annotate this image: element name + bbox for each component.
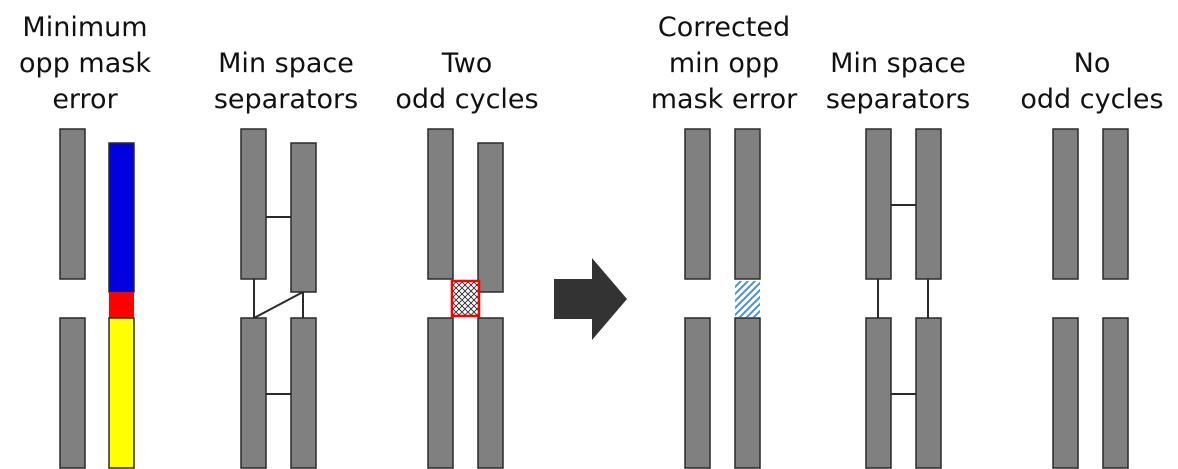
panel-corrected-min-opp-mask-error: [684, 128, 761, 469]
title-line: separators: [825, 84, 971, 115]
feature-lower-left: [59, 317, 86, 469]
title-line: opp mask: [19, 48, 151, 79]
feature-lower-left: [1052, 317, 1079, 469]
feature-upper-right: [1102, 128, 1129, 280]
panel-title-min-opp-mask-error: Minimum opp mask error: [0, 10, 185, 118]
mask-blue-segment: [108, 142, 135, 293]
title-line: error: [52, 84, 118, 115]
feature-upper-right: [477, 142, 504, 293]
title-line: Corrected: [657, 12, 791, 43]
odd-cycle-region: [450, 279, 481, 318]
feature-lower-left: [684, 317, 711, 469]
feature-upper-right: [915, 128, 942, 280]
feature-lower-right: [290, 317, 317, 469]
corrected-gap-hatch: [735, 281, 760, 317]
title-line: odd cycles: [395, 84, 539, 115]
panel-title-min-space-separators: Min space separators: [186, 46, 386, 118]
right-arrow-icon: [554, 258, 627, 340]
separator-diagonal: [253, 291, 304, 319]
feature-upper-left: [865, 128, 892, 280]
feature-upper-left: [59, 128, 86, 280]
title-line: odd cycles: [1020, 84, 1164, 115]
mask-red-segment: [109, 292, 134, 318]
feature-lower-right: [477, 317, 504, 469]
panel-title-corrected-min-opp-mask-error: Corrected min opp mask error: [624, 10, 824, 118]
panel-two-odd-cycles: [427, 128, 504, 469]
feature-lower-right: [1102, 317, 1129, 469]
title-line: mask error: [650, 84, 798, 115]
feature-upper-right: [734, 128, 761, 280]
feature-upper-right: [290, 142, 317, 293]
title-line: Min space: [830, 48, 966, 79]
feature-upper-left: [240, 128, 267, 280]
panel-min-space-separators-corrected: [865, 128, 942, 469]
title-line: min opp: [668, 48, 780, 79]
panel-min-opp-mask-error: [59, 128, 135, 469]
feature-lower-left: [865, 317, 892, 469]
panel-title-no-odd-cycles: No odd cycles: [992, 46, 1178, 118]
panel-no-odd-cycles: [1052, 128, 1129, 469]
feature-lower-right: [915, 317, 942, 469]
feature-lower-right: [734, 317, 761, 469]
panel-title-min-space-separators-corrected: Min space separators: [798, 46, 998, 118]
feature-upper-left: [427, 128, 454, 280]
feature-lower-left: [240, 317, 267, 469]
feature-upper-left: [1052, 128, 1079, 280]
feature-upper-left: [684, 128, 711, 280]
title-line: Min space: [218, 48, 354, 79]
title-line: No: [1073, 48, 1111, 79]
panel-min-space-separators: [240, 128, 317, 469]
title-line: separators: [213, 84, 359, 115]
mask-yellow-segment: [108, 317, 135, 469]
title-line: Minimum: [22, 12, 148, 43]
title-line: Two: [441, 48, 493, 79]
feature-lower-left: [427, 317, 454, 469]
panel-title-two-odd-cycles: Two odd cycles: [367, 46, 567, 118]
